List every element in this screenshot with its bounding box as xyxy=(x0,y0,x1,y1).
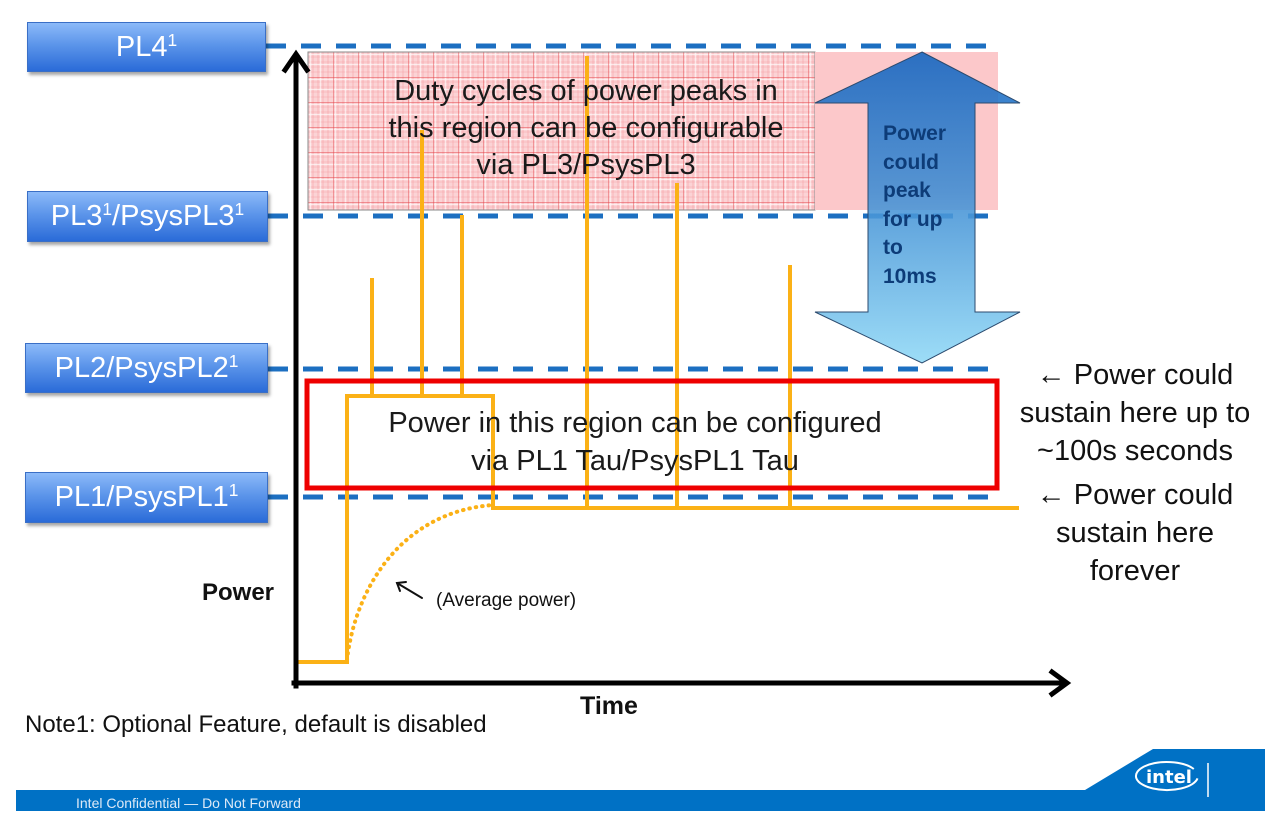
pl2-sustain-annotation: ← Power could sustain here up to ~100s s… xyxy=(1000,356,1270,470)
text-line: ← Power could xyxy=(1036,479,1234,511)
peak-duration-text: Power could peak for up to 10ms xyxy=(883,120,946,292)
footnote-marker: 1 xyxy=(167,29,178,50)
pl1-label-text: PL1/PsysPL1 xyxy=(54,481,229,513)
pl4-label-box: PL41 xyxy=(27,22,266,72)
pl1-label: PL1/PsysPL11 xyxy=(55,481,239,514)
text-line: sustain here up to xyxy=(1019,397,1251,429)
y-axis-label: Power xyxy=(202,579,275,606)
pl3-label: PL31/PsysPL31 xyxy=(51,200,244,233)
y-axis-arrowhead-icon xyxy=(281,49,311,74)
pl3-label-box: PL31/PsysPL31 xyxy=(27,191,268,242)
footnote-marker: 1 xyxy=(228,480,239,501)
intel-logo-text: intel xyxy=(1146,767,1192,788)
pl1-tau-region-box xyxy=(304,378,1000,491)
text-line: Power in this region can be configured xyxy=(388,407,882,439)
psyspl3-label-text: /PsysPL3 xyxy=(112,200,235,232)
text-line: via PL1 Tau/PsysPL1 Tau xyxy=(471,445,799,477)
peak-duration-double-arrow xyxy=(814,51,1021,364)
text-line: Duty cycles of power peaks in xyxy=(394,75,778,107)
text-line: sustain here xyxy=(1056,517,1214,549)
text-line: Power xyxy=(883,122,947,145)
pl1-tau-region-description: Power in this region can be configured v… xyxy=(385,404,885,480)
pointer-arrow-icon xyxy=(395,581,423,599)
average-power-curve xyxy=(345,503,495,662)
pl3-region-description: Duty cycles of power peaks in this regio… xyxy=(366,73,806,184)
confidentiality-notice: Intel Confidential — Do Not Forward xyxy=(76,795,301,811)
footnote: Note1: Optional Feature, default is disa… xyxy=(25,711,487,738)
pl3-label-text: PL3 xyxy=(50,200,103,232)
text-line: peak xyxy=(883,179,931,203)
power-waveform xyxy=(297,394,1019,664)
intel-logo: intel xyxy=(1134,761,1199,791)
footnote-marker: 1 xyxy=(228,350,239,371)
text-line: ~100s seconds xyxy=(1037,435,1233,467)
pl4-label-text: PL4 xyxy=(115,30,168,63)
text-line: 10ms xyxy=(883,264,937,288)
text-line: to xyxy=(883,236,903,260)
pl2-label: PL2/PsysPL21 xyxy=(55,352,239,385)
text-line: could xyxy=(883,150,939,174)
pl2-label-text: PL2/PsysPL2 xyxy=(54,351,229,384)
x-axis-arrowhead-icon xyxy=(1048,668,1072,698)
pl4-label: PL41 xyxy=(116,31,177,64)
footnote-marker: 1 xyxy=(234,199,245,220)
pl1-sustain-annotation: ← Power could sustain here forever xyxy=(1000,476,1270,590)
footnote-marker: 1 xyxy=(102,199,113,220)
text-line: forever xyxy=(1089,555,1181,587)
pl1-label-box: PL1/PsysPL11 xyxy=(25,472,268,523)
x-axis-label: Time xyxy=(580,692,638,720)
pl2-label-box: PL2/PsysPL21 xyxy=(25,343,268,393)
pl3-region-grid xyxy=(307,51,816,211)
footer-band xyxy=(16,749,1265,811)
text-line: for up xyxy=(883,207,943,231)
text-line: ← Power could xyxy=(1036,359,1234,391)
text-line: via PL3/PsysPL3 xyxy=(476,149,696,181)
text-line: this region can be configurable xyxy=(388,112,784,144)
average-power-label: (Average power) xyxy=(436,590,577,611)
